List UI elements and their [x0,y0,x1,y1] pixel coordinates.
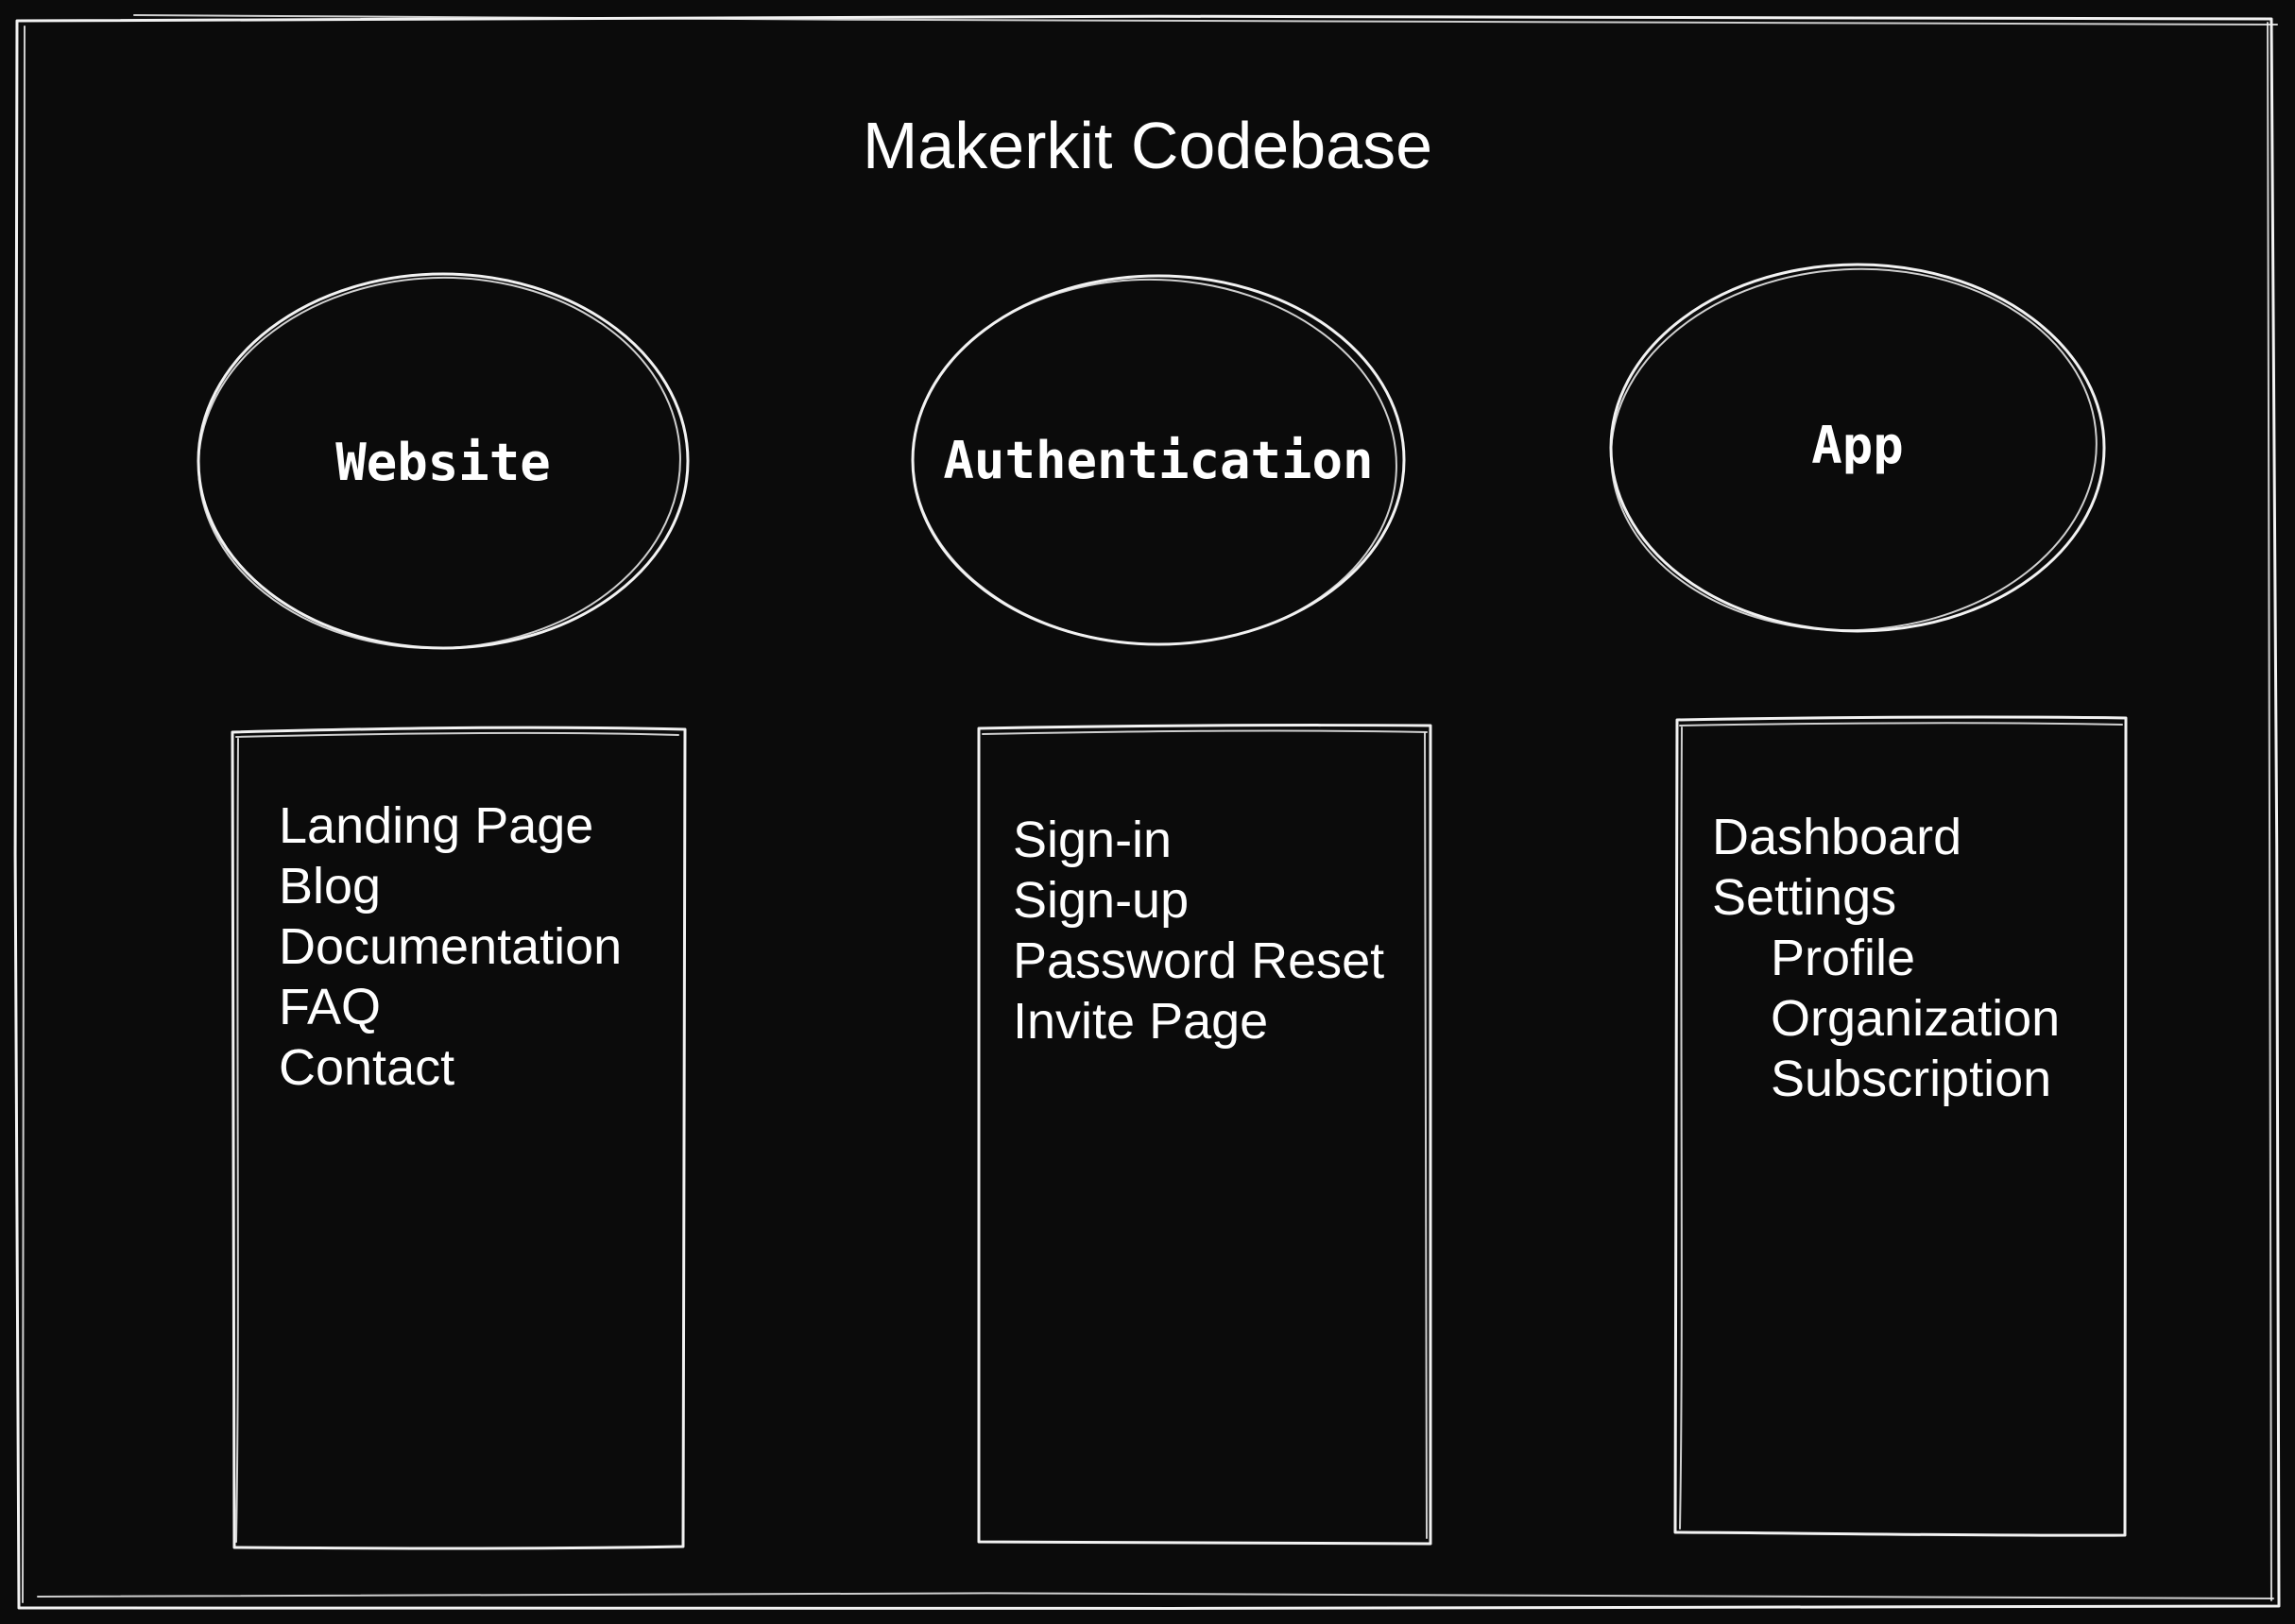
list-item-nested: Subscription [1771,1051,2052,1107]
website-label: Website [335,433,551,492]
website-pages-list: Landing Page Blog Documentation FAQ Cont… [279,795,622,1098]
oval-website [197,272,690,650]
app-pages-list: Dashboard Settings Profile Organization … [1712,807,2060,1109]
list-item: Documentation [279,918,623,975]
list-item: Landing Page [279,797,594,854]
list-item: Contact [279,1039,455,1096]
list-item: Sign-in [1013,812,1173,868]
list-item: Sign-up [1013,872,1190,929]
app-label: App [1811,416,1904,475]
diagram-title: Makerkit Codebase [862,109,1433,182]
oval-app [1609,263,2106,633]
list-item-nested: Profile [1771,930,1916,986]
list-item: FAQ [279,979,382,1035]
authentication-label: Authentication [943,431,1374,490]
list-item-nested: Organization [1771,990,2061,1047]
box-authentication [977,724,1432,1546]
box-app [1673,715,2128,1537]
oval-authentication [911,274,1406,646]
outer-frame [13,14,2281,1611]
list-item: Settings [1712,869,1897,926]
list-item: Password Reset [1013,932,1385,989]
list-item: Dashboard [1712,809,1962,865]
authentication-pages-list: Sign-in Sign-up Password Reset Invite Pa… [1013,810,1384,1051]
list-item: Blog [279,858,382,915]
list-item: Invite Page [1013,993,1269,1050]
box-website [231,726,687,1550]
